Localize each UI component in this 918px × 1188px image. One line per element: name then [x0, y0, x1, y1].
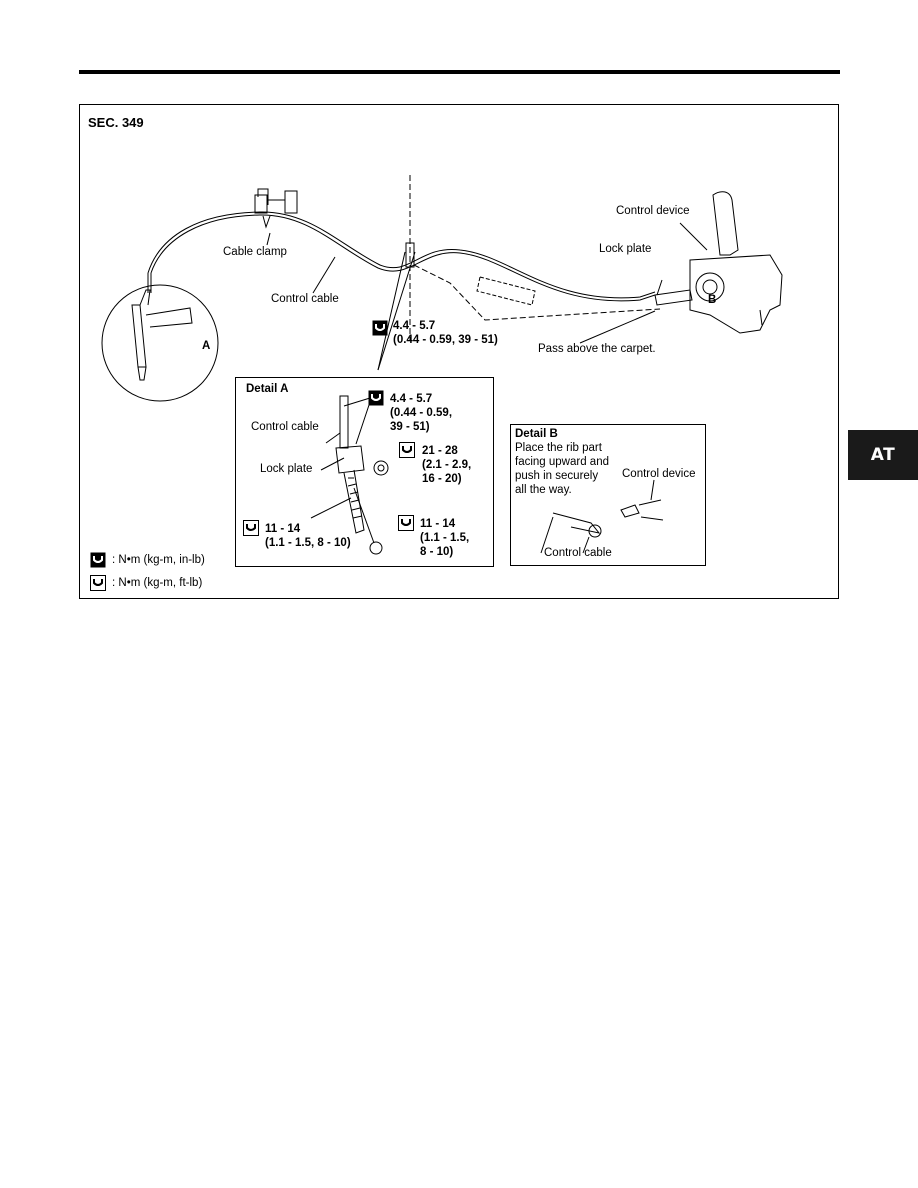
detail-b-instruction-1: Place the rib part — [515, 442, 602, 454]
detail-a-control-cable: Control cable — [251, 421, 319, 433]
marker-a: A — [202, 340, 211, 352]
detail-a-illustration — [310, 395, 389, 555]
label-cable-clamp: Cable clamp — [223, 246, 287, 258]
detail-b-instruction-4: all the way. — [515, 484, 572, 496]
torque-main-line2: (0.44 - 0.59, 39 - 51) — [393, 334, 498, 346]
detail-b-illustration — [540, 479, 664, 554]
torque-main-line1: 4.4 - 5.7 — [393, 320, 436, 332]
legend-text-ft-lb: : N•m (kg-m, ft-lb) — [112, 577, 203, 589]
detail-b-box: Detail B Place the rib part facing upwar… — [510, 424, 706, 566]
detail-a-torque2-l3: 16 - 20) — [422, 473, 462, 485]
figure-frame: SEC. 349 — [79, 104, 839, 599]
detail-a-torque2-l2: (2.1 - 2.9, — [422, 459, 472, 471]
detail-a-torque4-l1: 11 - 14 — [420, 518, 456, 530]
detail-b-instruction-2: facing upward and — [515, 456, 609, 468]
section-label: SEC. 349 — [88, 115, 144, 130]
detail-a-torque3-l2: (1.1 - 1.5, 8 - 10) — [265, 537, 351, 549]
detail-a-torque1-l1: 4.4 - 5.7 — [390, 393, 433, 405]
detail-a-box: Detail A Control cable Lock plate 4.4 - … — [235, 377, 494, 567]
torque-wrench-ft-lb-icon — [90, 575, 106, 591]
top-rule — [79, 70, 840, 74]
torque-wrench-ft-lb-icon — [398, 515, 414, 531]
detail-b-control-device: Control device — [622, 468, 696, 480]
legend-row-in-lb: : N•m (kg-m, in-lb) — [90, 552, 205, 568]
label-control-cable-main: Control cable — [271, 293, 339, 305]
torque-wrench-ft-lb-icon — [399, 442, 415, 458]
detail-b-title: Detail B — [515, 428, 558, 440]
detail-b-control-cable: Control cable — [544, 547, 612, 559]
label-control-device-main: Control device — [616, 205, 690, 217]
detail-a-torque3-l1: 11 - 14 — [265, 523, 301, 535]
torque-wrench-ft-lb-icon — [243, 520, 259, 536]
torque-wrench-icon — [372, 320, 388, 336]
label-lock-plate-main: Lock plate — [599, 243, 652, 255]
detail-a-torque2-l1: 21 - 28 — [422, 445, 458, 457]
detail-a-title: Detail A — [246, 383, 289, 395]
detail-a-torque1-l3: 39 - 51) — [390, 421, 430, 433]
detail-a-torque1-l2: (0.44 - 0.59, — [390, 407, 453, 419]
detail-b-instruction-3: push in securely — [515, 470, 599, 482]
detail-a-torque4-l3: 8 - 10) — [420, 546, 454, 558]
detail-a-torque4-l2: (1.1 - 1.5, — [420, 532, 470, 544]
legend-row-ft-lb: : N•m (kg-m, ft-lb) — [90, 575, 202, 591]
label-pass-above-carpet: Pass above the carpet. — [538, 343, 656, 355]
legend-text-in-lb: : N•m (kg-m, in-lb) — [112, 554, 205, 566]
detail-a-lock-plate: Lock plate — [260, 463, 313, 475]
section-tab-at[interactable]: AT — [848, 430, 918, 480]
torque-wrench-in-lb-icon — [368, 390, 384, 406]
marker-b: B — [708, 294, 717, 306]
cable-diagram — [101, 175, 783, 402]
torque-wrench-in-lb-icon — [90, 552, 106, 568]
